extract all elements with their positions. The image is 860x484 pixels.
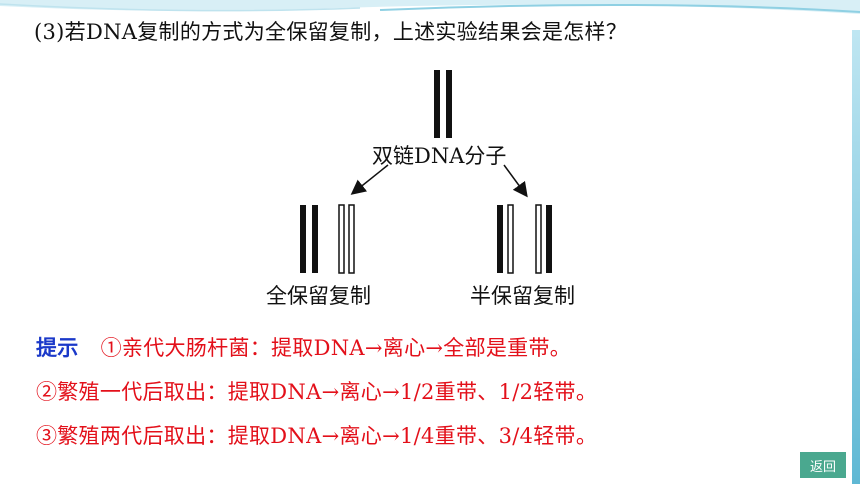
top-decoration [0,0,860,14]
semiconservative-hybrid-pair-1 [497,204,514,274]
parent-dna-strands [434,70,452,138]
conservative-label: 全保留复制 [266,284,371,308]
semiconservative-label: 半保留复制 [470,284,575,308]
parent-dna-label: 双链DNA分子 [372,144,507,168]
question-text: (3)若DNA复制的方式为全保留复制，上述实验结果会是怎样？ [34,20,628,44]
conservative-heavy-pair [300,205,318,273]
left-arrow [350,164,389,195]
hint-text-1: ①亲代大肠杆菌：提取DNA→离心→全部是重带。 [100,336,572,360]
right-accent-bar [852,30,860,484]
hint-label: 提示 [36,335,79,360]
right-arrow [503,164,528,198]
hint-line-3: ③繁殖两代后取出：提取DNA→离心→1/4重带、3/4轻带。 [36,424,598,448]
back-button[interactable]: 返回 [800,452,846,478]
hint-line-2: ②繁殖一代后取出：提取DNA→离心→1/2重带、1/2轻带。 [36,380,598,404]
hint-line-1: 提示 ①亲代大肠杆菌：提取DNA→离心→全部是重带。 [36,332,571,362]
semiconservative-hybrid-pair-2 [535,204,552,274]
conservative-light-pair [338,204,355,274]
